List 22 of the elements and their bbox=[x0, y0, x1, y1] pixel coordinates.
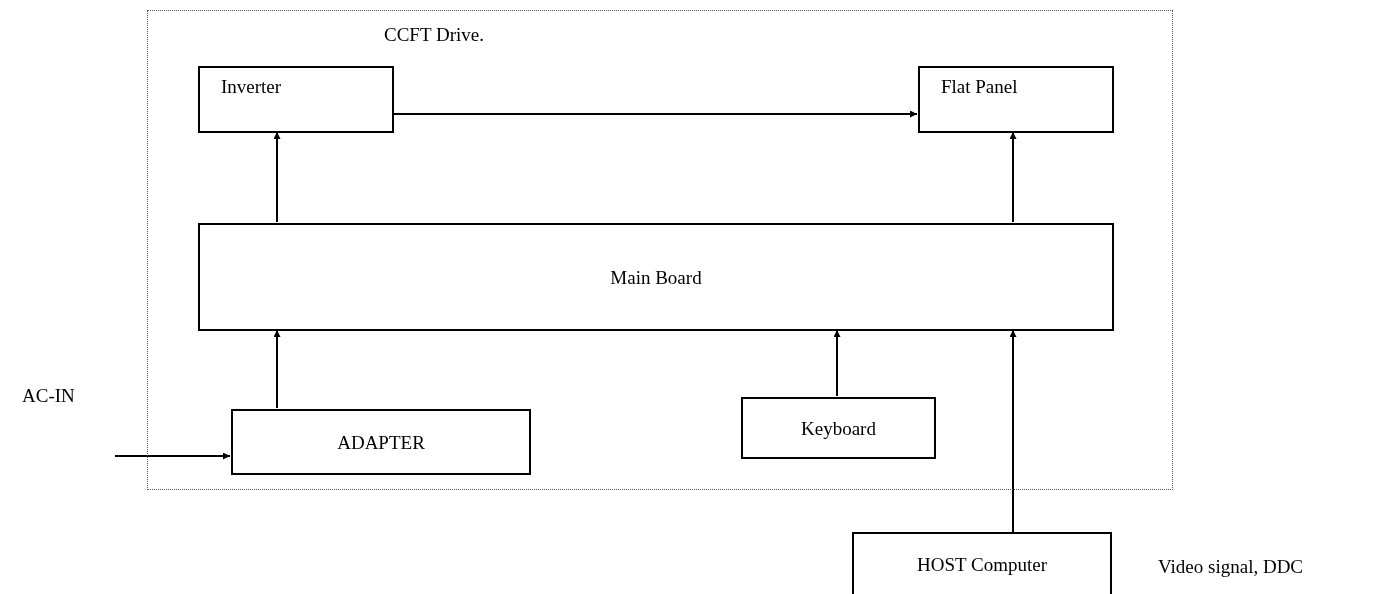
component-box bbox=[198, 223, 1114, 331]
edge-label: CCFT Drive. bbox=[384, 24, 484, 46]
box-label: ADAPTER bbox=[336, 432, 426, 454]
component-box bbox=[918, 66, 1114, 133]
box-label: Keyboard bbox=[800, 418, 877, 440]
arrow bbox=[1009, 329, 1017, 533]
component-box bbox=[852, 532, 1112, 594]
arrow bbox=[1009, 131, 1017, 223]
component-box bbox=[741, 397, 936, 459]
arrow bbox=[273, 131, 281, 223]
edge-label: AC-IN bbox=[22, 385, 75, 407]
arrow bbox=[273, 329, 281, 409]
signal-note: Video signal, DDC bbox=[1158, 556, 1304, 578]
boundary-box bbox=[147, 10, 1173, 490]
arrow bbox=[833, 329, 841, 397]
component-box bbox=[198, 66, 394, 133]
component-box bbox=[231, 409, 531, 475]
box-label: Inverter bbox=[221, 76, 282, 98]
box-label: HOST Computer bbox=[916, 554, 1048, 576]
box-label: Flat Panel bbox=[941, 76, 1018, 98]
arrow bbox=[114, 452, 231, 460]
box-label: Main Board bbox=[609, 267, 703, 289]
